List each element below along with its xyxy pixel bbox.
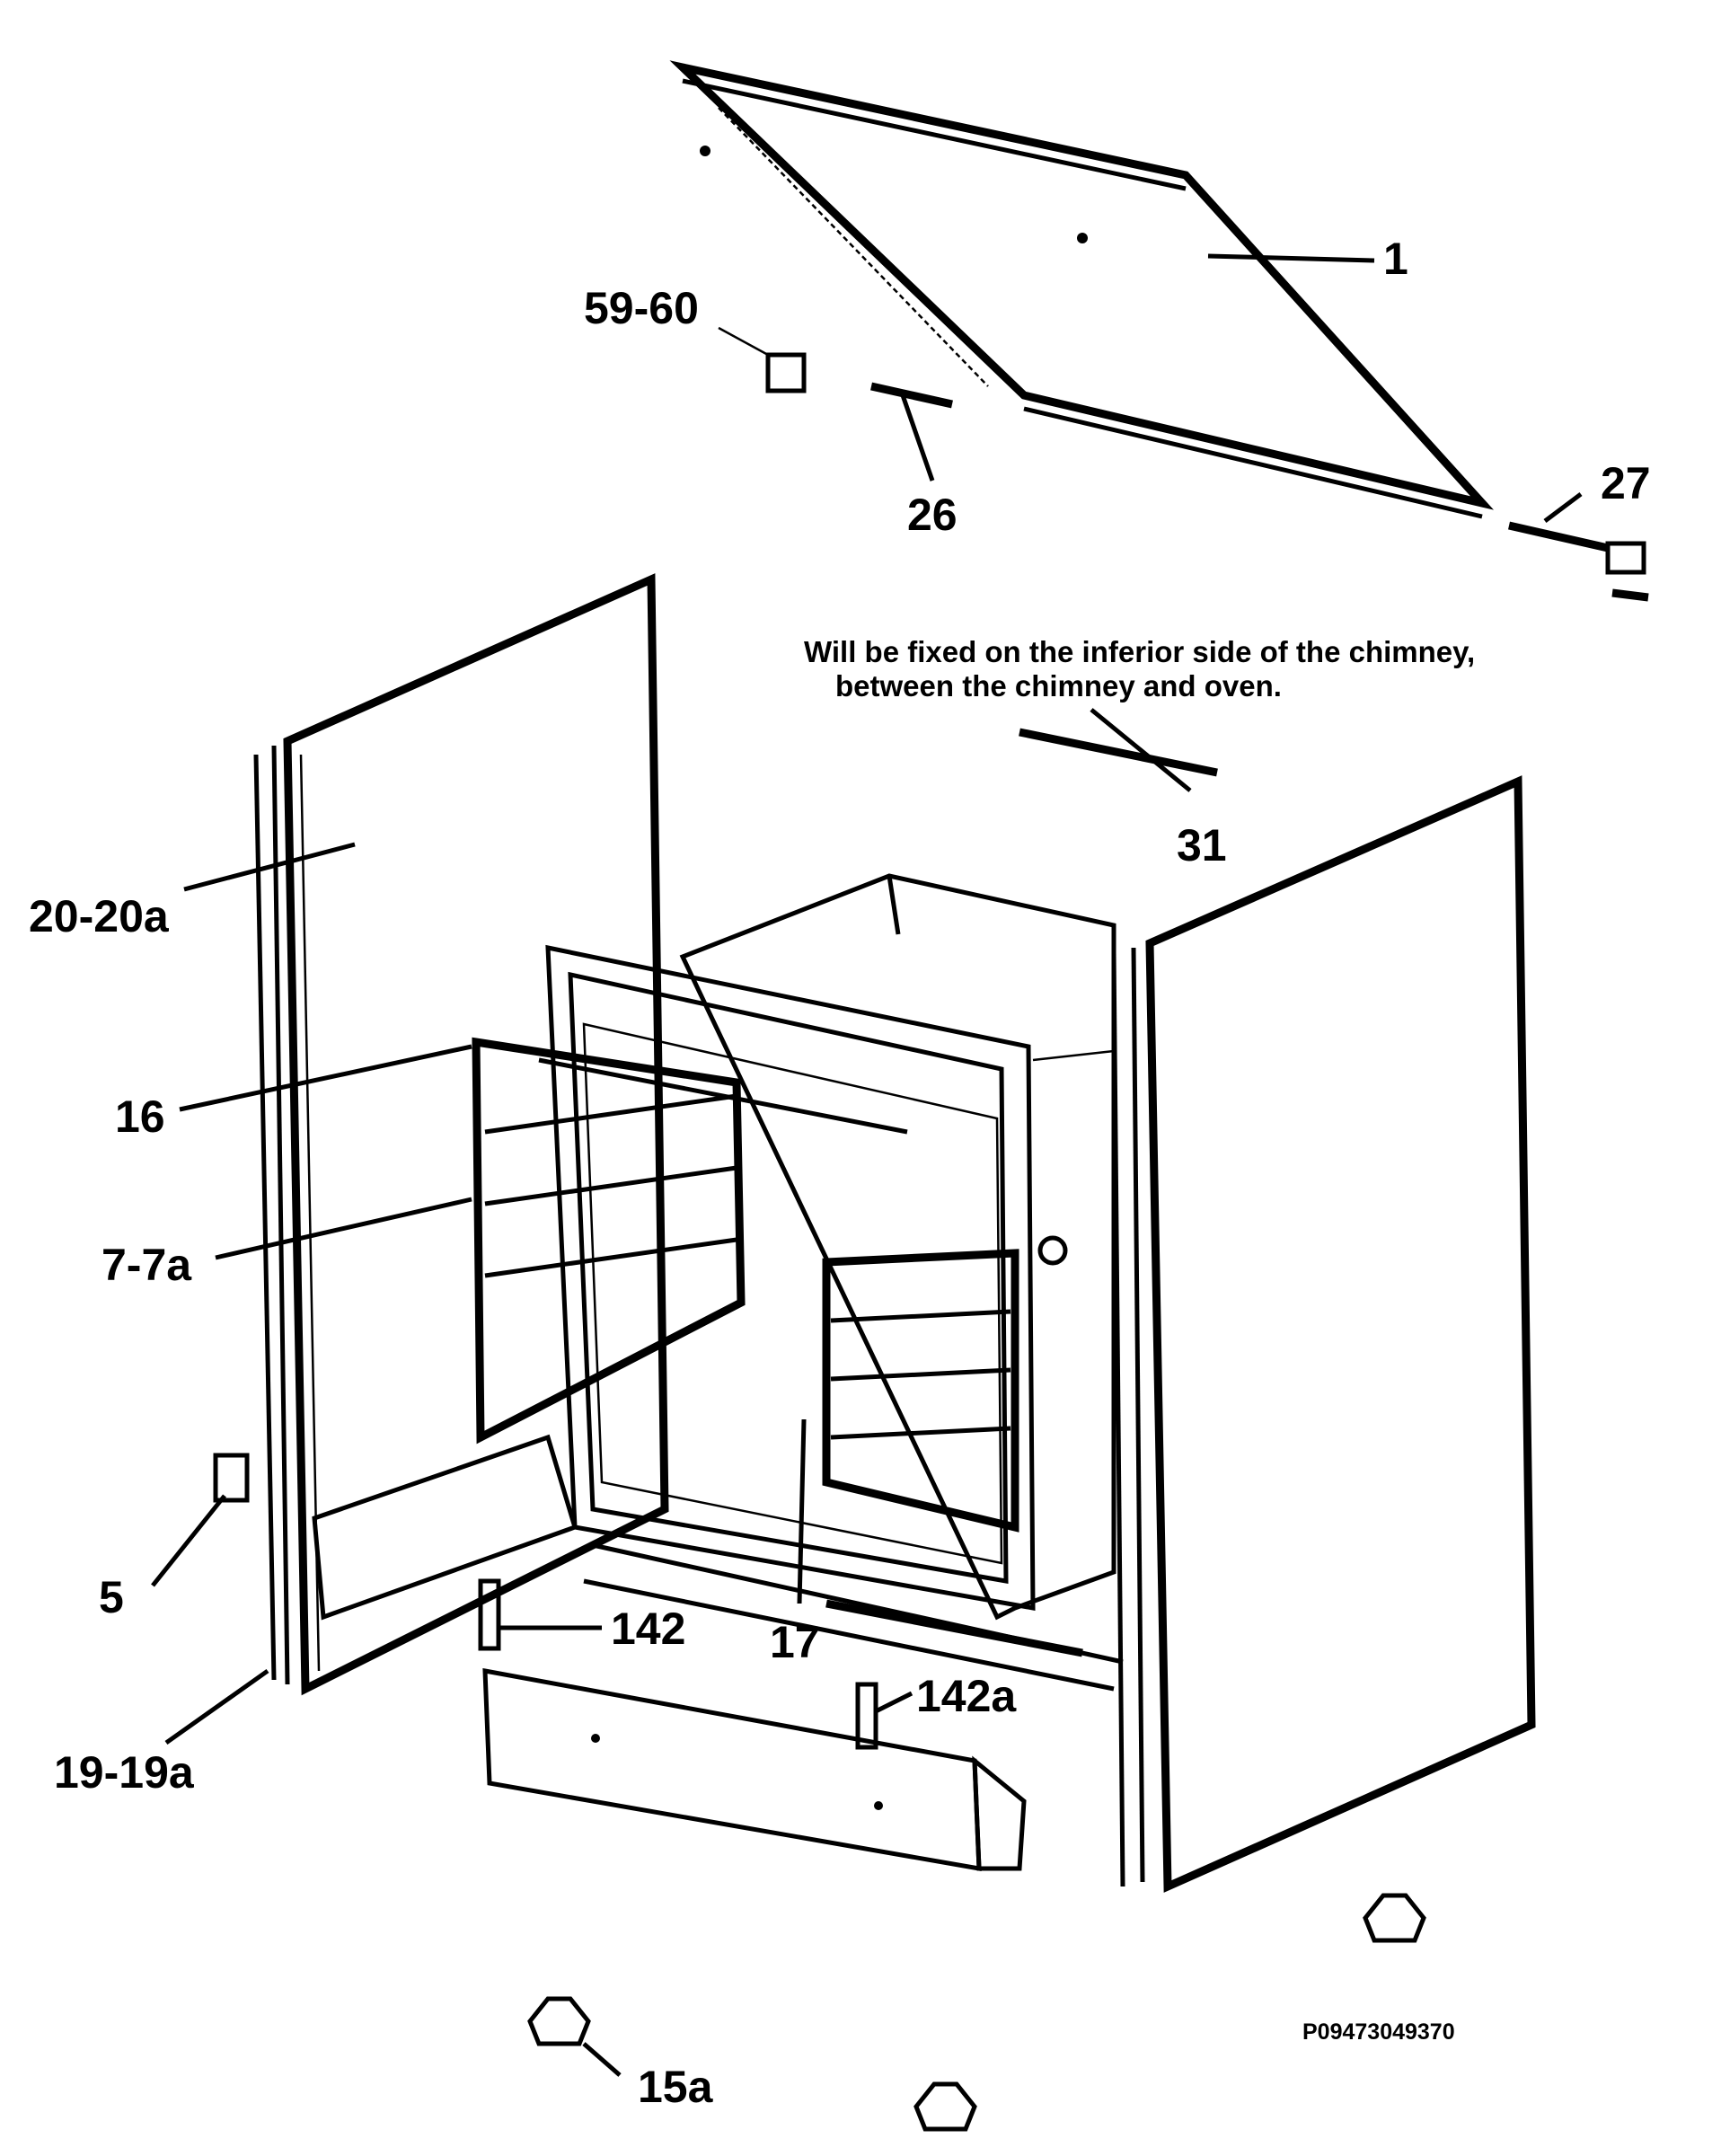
rod-part-17	[825, 1599, 1083, 1657]
bracket-part-5	[213, 1453, 250, 1503]
leader-16	[179, 1044, 472, 1112]
clip-part-142a	[855, 1682, 878, 1750]
callout-59-60: 59-60	[584, 283, 699, 333]
leader-1	[1207, 253, 1375, 263]
leader-59-60	[718, 326, 769, 357]
leader-142a	[874, 1691, 913, 1714]
callout-26: 26	[907, 490, 958, 540]
foot-front	[913, 2081, 977, 2132]
leader-20-20a	[183, 842, 356, 892]
leader-5	[151, 1494, 226, 1587]
note-line-1: Will be fixed on the inferior side of th…	[804, 635, 1475, 668]
clip-part-142	[478, 1578, 501, 1651]
callout-15a: 15a	[638, 2062, 714, 2112]
leader-27	[1543, 492, 1583, 523]
foot-right	[1363, 1893, 1426, 1943]
leader-15a	[582, 2042, 622, 2077]
rack-part-16	[472, 1037, 908, 1445]
callout-16: 16	[115, 1091, 165, 1142]
callout-27: 27	[1601, 458, 1651, 508]
callout-1: 1	[1383, 234, 1408, 284]
spring-part-26	[870, 382, 953, 409]
plinth-panel	[482, 1667, 1027, 1871]
callout-19-19a: 19-19a	[54, 1747, 195, 1798]
callout-7-7a: 7-7a	[101, 1240, 192, 1290]
leader-31	[1090, 708, 1192, 792]
left-side-panel	[253, 573, 669, 1696]
clip-part-59-60	[765, 352, 807, 393]
leader-17	[797, 1418, 807, 1604]
top-panel-part-1	[669, 60, 1495, 519]
right-side-panel	[1111, 775, 1536, 1893]
callout-5: 5	[99, 1572, 124, 1622]
note-line-2: between the chimney and oven.	[835, 669, 1282, 702]
callout-17: 17	[770, 1617, 820, 1667]
callout-31: 31	[1177, 820, 1227, 870]
leader-19-19a	[164, 1668, 269, 1745]
leader-7-7a	[215, 1197, 472, 1260]
leader-26	[900, 394, 935, 482]
callout-20-20a: 20-20a	[29, 891, 170, 941]
foot-left-part-15a	[527, 1996, 591, 2046]
shelf-guide-part-7-7a	[822, 1249, 1019, 1533]
oven-cavity	[679, 873, 1116, 1621]
callout-142: 142	[611, 1604, 685, 1654]
hinge-part-27	[1508, 521, 1649, 602]
seal-part-31	[1019, 728, 1218, 777]
callout-142a: 142a	[916, 1671, 1017, 1721]
drawing-code: P09473049370	[1302, 2019, 1455, 2045]
front-frame	[545, 944, 1036, 1611]
